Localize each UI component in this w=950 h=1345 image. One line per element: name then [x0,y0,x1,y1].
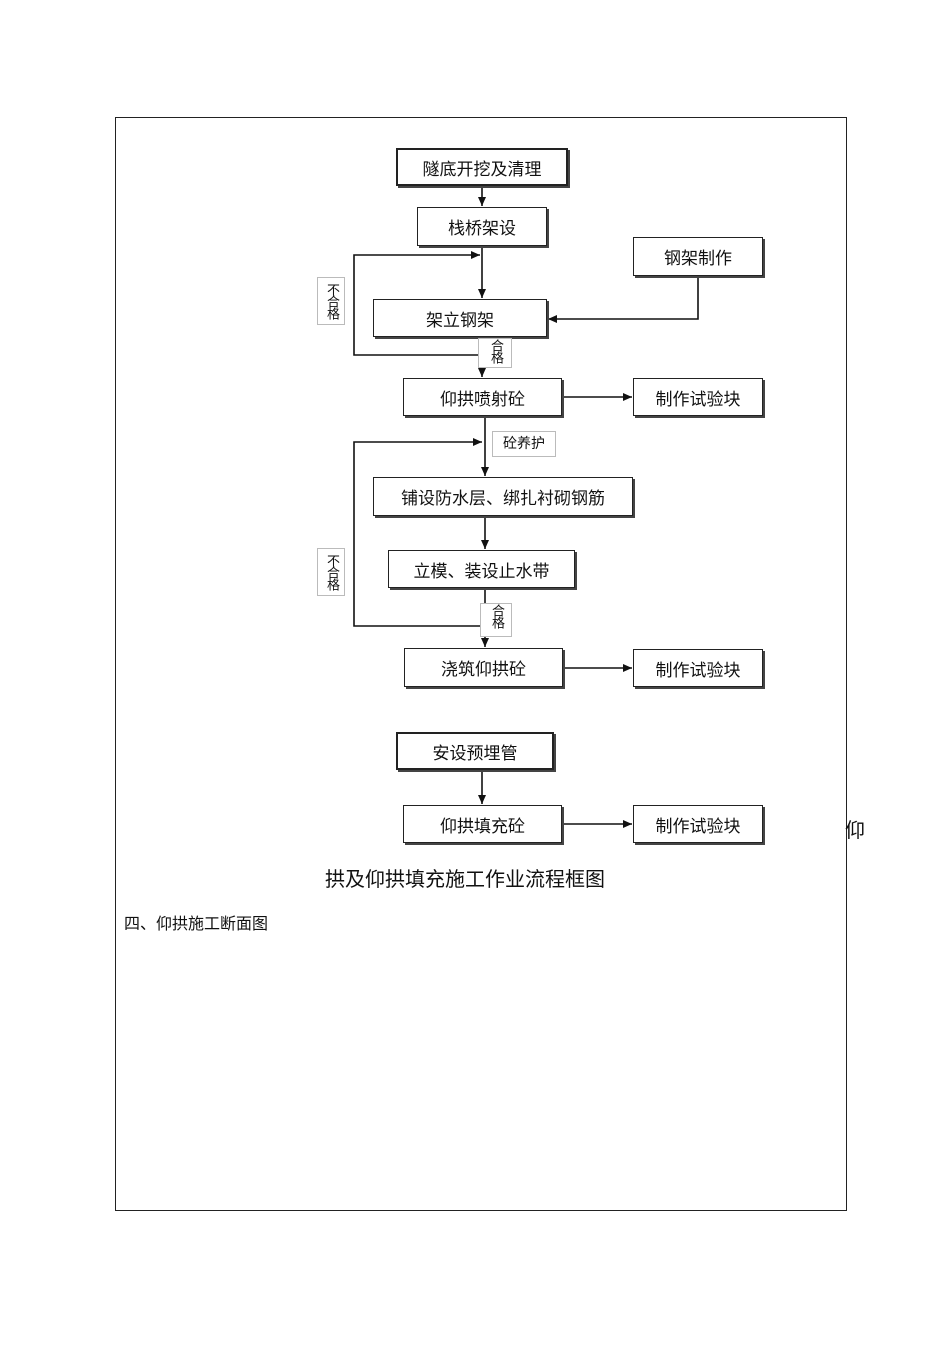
label-fail-1: 不合格 [317,277,345,325]
document-frame [115,117,847,1211]
label-curing: 砼养护 [492,431,556,457]
caption-part1: 仰 [845,818,865,842]
node-steel-frame-make: 钢架制作 [633,237,763,276]
node-test-block-1: 制作试验块 [633,378,763,416]
node-waterproof-rebar: 铺设防水层、绑扎衬砌钢筋 [373,477,633,516]
node-invert-shotcrete: 仰拱喷射砼 [403,378,562,416]
node-install-pipe: 安设预埋管 [396,732,554,770]
section-heading: 四、仰拱施工断面图 [124,914,269,933]
node-pour-invert: 浇筑仰拱砼 [404,648,563,687]
node-erect-steel-frame: 架立钢架 [373,299,547,337]
node-invert-fill: 仰拱填充砼 [403,805,562,843]
arrow-steelmake-erect [548,276,699,323]
node-test-block-3: 制作试验块 [633,805,763,843]
fail-loop-1 [353,251,482,356]
label-fail-2: 不合格 [317,548,345,596]
label-pass-2: 合格 [480,603,512,637]
node-test-block-2: 制作试验块 [633,649,763,687]
node-excavation: 隧底开挖及清理 [396,148,568,186]
node-formwork-waterstop: 立模、装设止水带 [388,550,575,588]
label-pass-1: 合格 [478,338,512,368]
fail-loop-2 [353,438,485,627]
caption-part2: 拱及仰拱填充施工作业流程框图 [325,867,605,891]
node-trestle: 栈桥架设 [417,207,547,246]
